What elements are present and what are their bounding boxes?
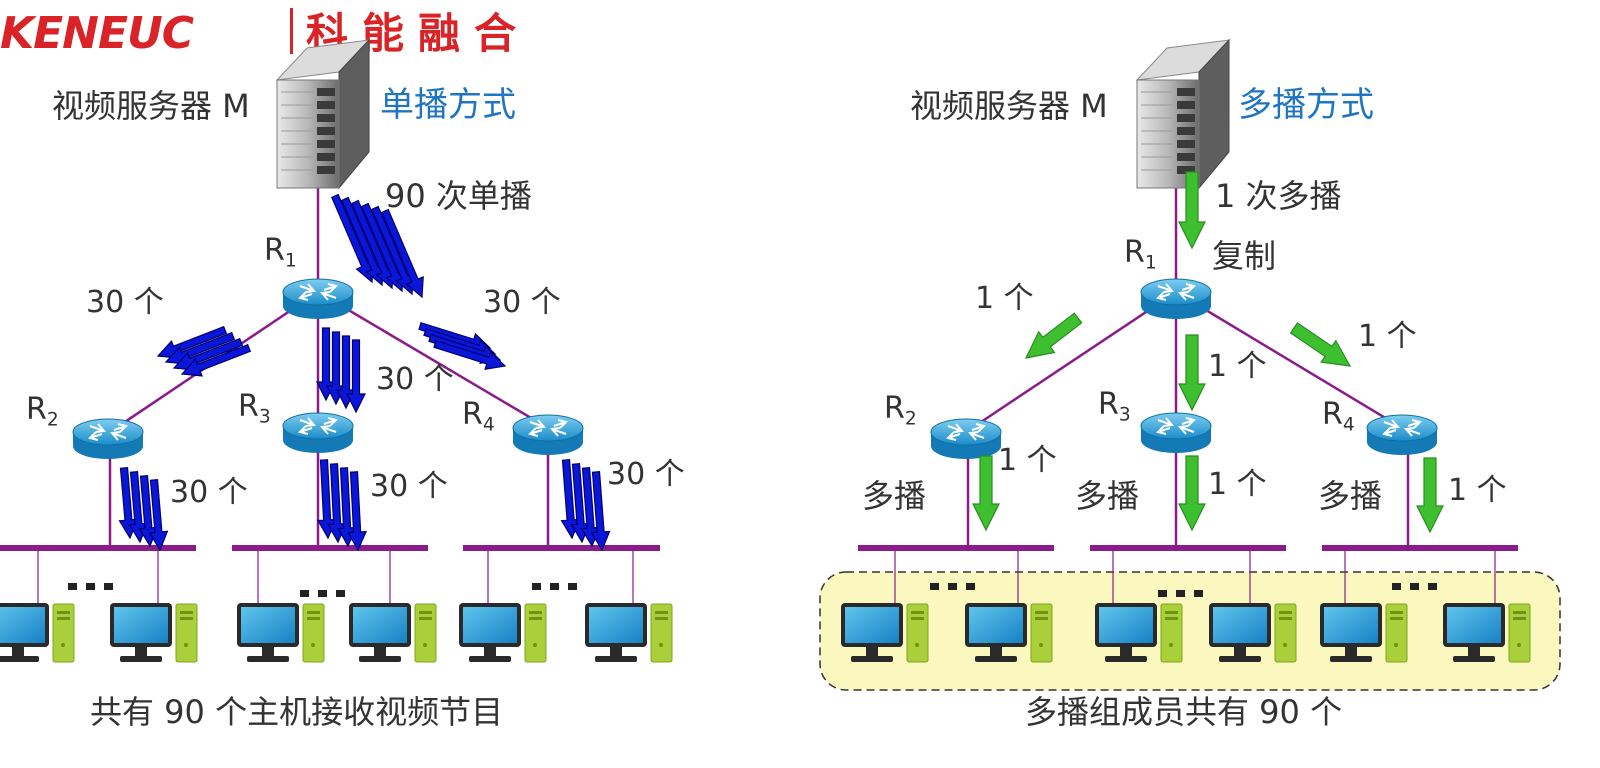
left-host-5 <box>459 603 547 663</box>
right-server-label: 视频服务器 M <box>910 87 1108 125</box>
right-link-r1-r2 <box>965 290 1177 434</box>
right-lan4-label: 多播 <box>1318 477 1383 515</box>
left-arrow-r1-r2-3 <box>172 337 244 371</box>
right-host-3 <box>1095 603 1183 663</box>
hosts <box>0 603 1531 663</box>
left-host-6 <box>585 603 673 663</box>
right-count-r3: 1 个 <box>1208 349 1267 384</box>
left-count-lan2: 30 个 <box>170 475 248 510</box>
right-router-r2-label: R2 <box>884 391 917 430</box>
right-video-server <box>1135 38 1231 190</box>
left-host-3 <box>237 603 325 663</box>
left-count-lan3: 30 个 <box>370 469 448 504</box>
right-copy-label: 复制 <box>1212 237 1277 275</box>
right-arrow-r1-r2 <box>1024 312 1083 359</box>
left-arrow-r4-lan-4 <box>590 471 611 552</box>
right-router-r2 <box>930 418 1002 459</box>
right-host-2 <box>965 603 1053 663</box>
left-arrow-r2-lan-4 <box>148 479 169 552</box>
left-router-r4-label: R4 <box>462 397 495 436</box>
left-router-r4 <box>512 414 584 455</box>
right-lan2-label: 多播 <box>862 477 927 515</box>
right-caption: 多播组成员共有 90 个 <box>1025 693 1343 731</box>
left-arrow-r1-r2-2 <box>164 331 236 365</box>
brand-logo-latin: KENEUC <box>0 8 194 59</box>
left-host-4 <box>349 603 437 663</box>
right-host-6 <box>1443 603 1531 663</box>
right-lan3-label: 多播 <box>1075 477 1140 515</box>
left-dots-3 <box>532 583 577 590</box>
left-count-r2: 30 个 <box>86 285 164 320</box>
left-arrow-m-r1-6 <box>381 208 424 299</box>
brand-logo-divider <box>290 8 293 54</box>
left-caption: 共有 90 个主机接收视频节目 <box>90 693 504 731</box>
right-arrow-m-r1 <box>1178 171 1206 250</box>
right-count-r4: 1 个 <box>1358 319 1417 354</box>
right-arrow-r1-r3 <box>1178 334 1206 412</box>
left-server-label: 视频服务器 M <box>52 87 250 125</box>
right-dots-2 <box>1158 590 1203 597</box>
right-arrow-r2-lan <box>972 455 1000 532</box>
left-count-lan4: 30 个 <box>607 457 685 492</box>
left-arrow-r1-r2-4 <box>180 343 252 377</box>
left-mode-title: 单播方式 <box>380 85 516 125</box>
right-arrow-r4-lan <box>1416 457 1444 534</box>
ellipsis-dots <box>68 583 1437 597</box>
right-host-5 <box>1320 603 1408 663</box>
left-router-r2-label: R2 <box>26 392 59 431</box>
right-dots-1 <box>930 583 975 590</box>
right-router-r3 <box>1140 412 1212 453</box>
right-host-1 <box>841 603 929 663</box>
left-count-r3: 30 个 <box>376 362 454 397</box>
left-router-r2 <box>72 418 144 459</box>
right-count-lan3: 1 个 <box>1208 467 1267 502</box>
left-router-r1-label: R1 <box>264 233 297 272</box>
right-count-lan4: 1 个 <box>1448 473 1507 508</box>
right-dots-3 <box>1392 583 1437 590</box>
left-dots-2 <box>300 590 345 597</box>
right-router-r3-label: R3 <box>1098 387 1131 426</box>
left-router-r3-label: R3 <box>238 389 271 428</box>
right-host-4 <box>1209 603 1297 663</box>
right-router-r1-label: R1 <box>1124 235 1157 274</box>
right-router-r4 <box>1366 414 1438 455</box>
left-router-r1 <box>282 278 354 319</box>
left-dots-1 <box>68 583 113 590</box>
left-count-r4: 30 个 <box>483 285 561 320</box>
right-arrow-r3-lan <box>1178 455 1206 532</box>
left-arrow-r3-lan-4 <box>347 471 368 552</box>
left-link-r1-r4 <box>317 290 549 430</box>
flow-arrows <box>118 171 1444 552</box>
left-host-1 <box>0 603 75 663</box>
left-arrow-r1-r2-1 <box>156 325 228 359</box>
right-top-note: 1 次多播 <box>1215 177 1342 215</box>
left-video-server <box>275 38 371 190</box>
left-router-r3 <box>282 412 354 453</box>
right-router-r1 <box>1140 278 1212 319</box>
right-arrow-r1-r4 <box>1289 322 1352 367</box>
left-arrow-r1-r3-4 <box>346 339 366 414</box>
left-top-note: 90 次单播 <box>385 177 532 215</box>
right-count-r2: 1 个 <box>975 281 1034 316</box>
routers <box>72 278 1438 459</box>
servers <box>275 38 1231 190</box>
right-router-r4-label: R4 <box>1322 397 1355 436</box>
left-host-2 <box>110 603 198 663</box>
right-mode-title: 多播方式 <box>1238 85 1374 125</box>
right-count-lan2: 1 个 <box>998 443 1057 478</box>
left-arrow-r1-r4-4 <box>433 339 507 370</box>
lan-segments <box>0 545 1518 603</box>
right-link-r1-r4 <box>1175 290 1403 430</box>
